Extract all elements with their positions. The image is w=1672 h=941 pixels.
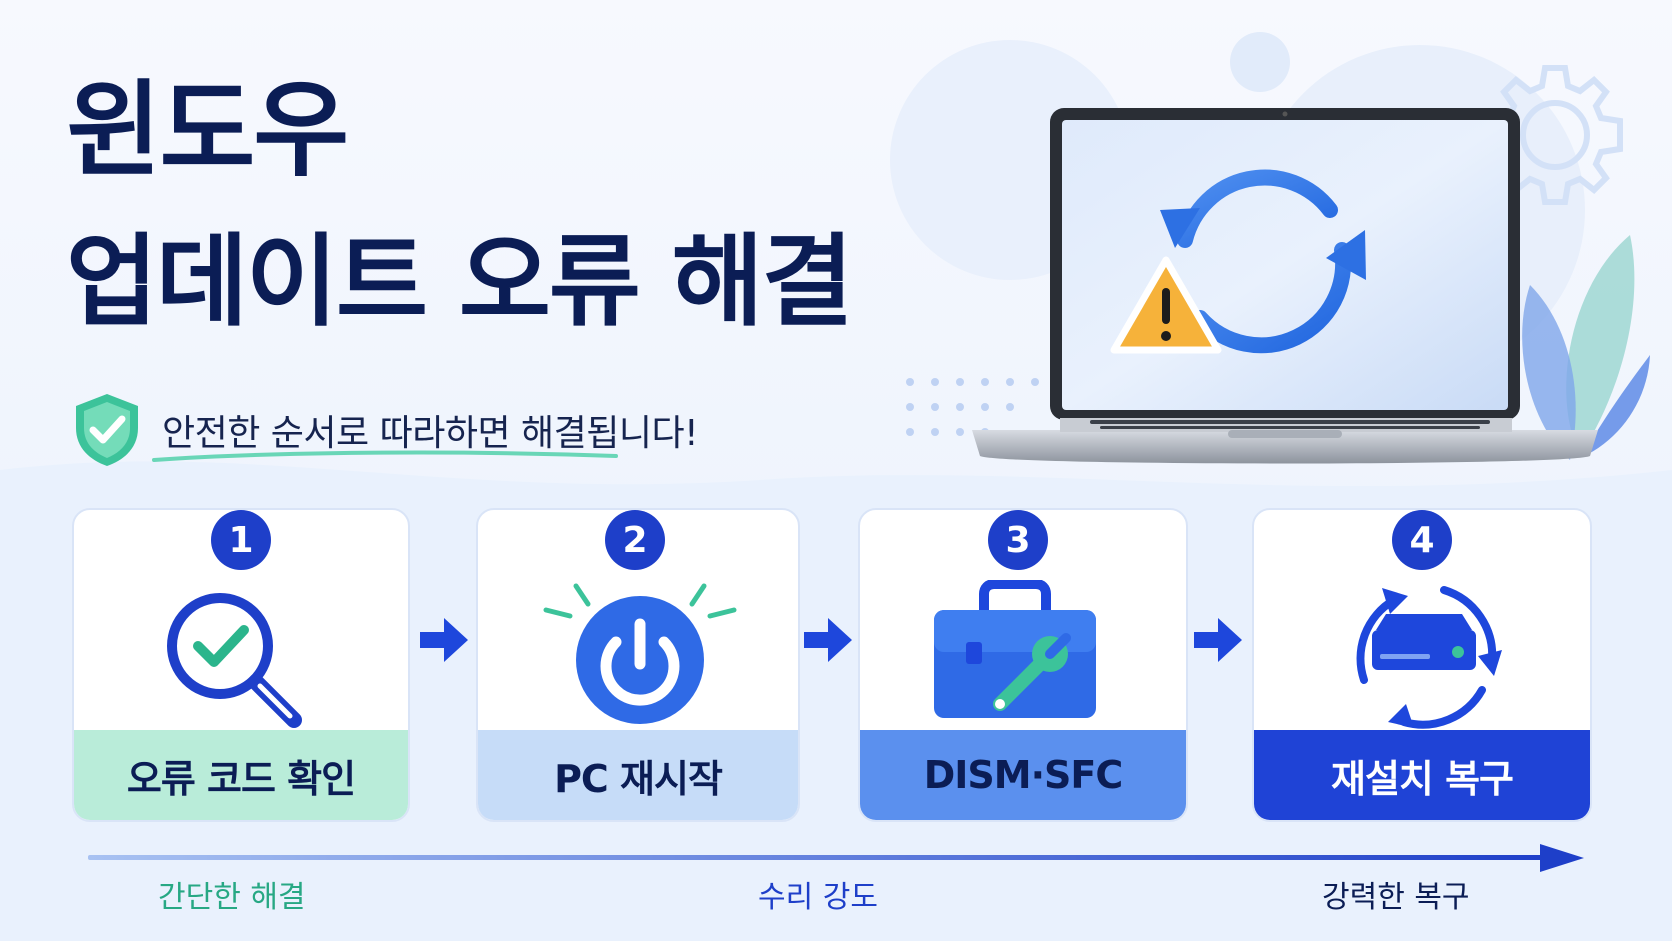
toolbox-wrench-icon (934, 580, 1096, 718)
subtitle-text: 안전한 순서로 따라하면 해결됩니다! (162, 413, 699, 454)
gear-icon (1487, 65, 1623, 205)
page-title-line2: 업데이트 오류 해결 (66, 223, 854, 340)
intensity-arrow (88, 844, 1584, 872)
page-title-line1: 윈도우 (66, 69, 349, 191)
scale-label-right: 강력한 복구 (1322, 880, 1470, 915)
arrow-right-icon (1194, 618, 1242, 662)
step-label-1: 오류 코드 확인 (74, 730, 408, 820)
scale-label-center: 수리 강도 (758, 880, 878, 915)
subtitle: 안전한 순서로 따라하면 해결됩니다! (72, 392, 699, 468)
subtitle-underline (152, 450, 618, 462)
magnifier-check-icon (167, 593, 302, 728)
arrow-right-icon (804, 618, 852, 662)
step-card-2[interactable]: PC 재시작 (476, 508, 800, 822)
step-number-3: 3 (988, 510, 1048, 570)
step-number-2: 2 (605, 510, 665, 570)
arrow-right-icon (420, 618, 468, 662)
step-number-4: 4 (1392, 510, 1452, 570)
drive-restore-icon (1356, 586, 1502, 729)
laptop-illustration (972, 108, 1598, 464)
step-label-4: 재설치 복구 (1254, 730, 1590, 820)
scale-label-left: 간단한 해결 (158, 880, 306, 915)
warning-icon (1110, 256, 1222, 354)
leaf-decoration-icon (1522, 235, 1650, 460)
step-number-1: 1 (211, 510, 271, 570)
step-label-2: PC 재시작 (478, 730, 798, 820)
step-label-3: DISM·SFC (860, 730, 1186, 820)
power-icon (543, 583, 737, 724)
shield-check-icon (76, 394, 138, 466)
